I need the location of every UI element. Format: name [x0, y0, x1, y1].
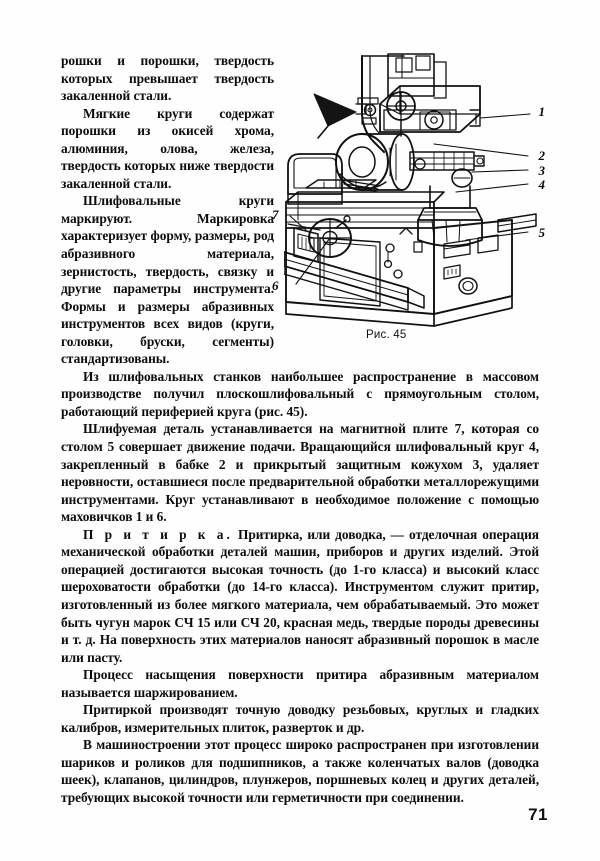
paragraph-9: В машиностроении этот процесс широко рас… [61, 737, 539, 805]
paragraph-5: Шлифуемая деталь устанавливается на магн… [61, 421, 539, 525]
paragraph-6-text: Притирка, или доводка, — отделочная опер… [61, 526, 539, 665]
figure-callout-7: 7 [272, 207, 279, 222]
figure-45: 1 2 3 4 5 6 7 Рис. 45 [272, 52, 545, 341]
grinding-machine-illustration: 1 2 3 4 5 6 7 [272, 52, 545, 327]
figure-callout-4: 4 [538, 177, 546, 192]
figure-callout-3: 3 [538, 163, 546, 178]
figure-callout-5: 5 [538, 225, 546, 240]
paragraph-1: рошки и порошки, твердость которых превы… [61, 53, 274, 104]
figure-callout-1: 1 [538, 104, 546, 119]
page-number: 71 [528, 805, 548, 824]
paragraph-7: Процесс насыщения поверхности притира аб… [61, 667, 539, 700]
machine-line-drawing [284, 53, 537, 327]
paragraph-8: Притиркой производят точную доводку резь… [61, 702, 539, 735]
paragraph-3: Шлифовальные круги маркируют. Маркировка… [61, 193, 274, 367]
paragraph-6-lead-in: П р и т и р к а. [83, 526, 233, 542]
figure-caption: Рис. 45 [366, 329, 407, 341]
page-text-column: 1 2 3 4 5 6 7 Рис. 45 рошки и порошки, т… [61, 52, 545, 807]
paragraph-4: Из шлифовальных станков наибольшее распр… [61, 368, 539, 419]
figure-callout-2: 2 [538, 148, 546, 163]
paragraph-6: П р и т и р к а. Притирка, или доводка, … [61, 526, 539, 666]
paragraph-2: Мягкие круги содержат порошки из окисей … [61, 105, 274, 191]
figure-callout-6: 6 [272, 278, 279, 293]
